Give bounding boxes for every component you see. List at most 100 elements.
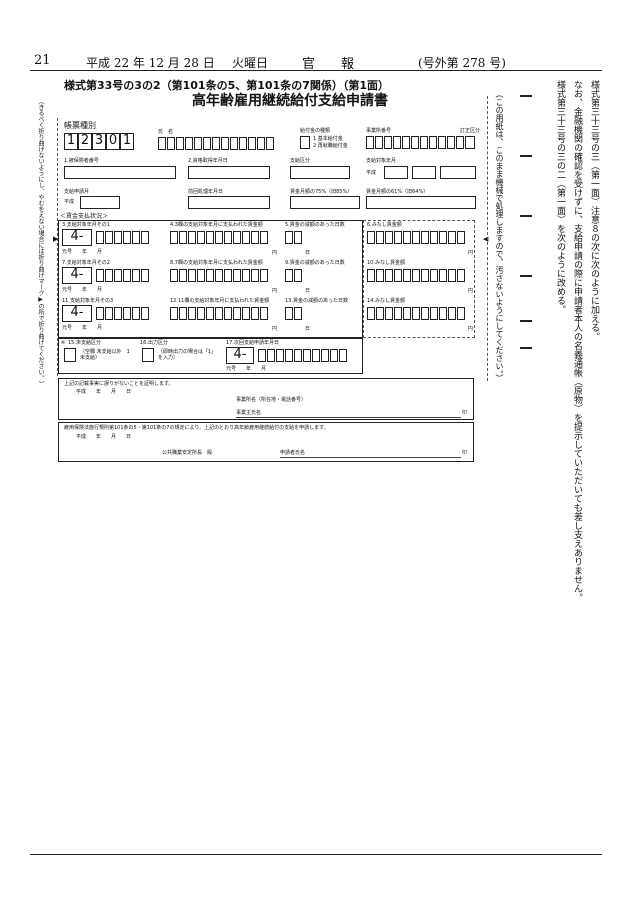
target-extra-field[interactable] xyxy=(440,166,476,179)
r1-deemed-field[interactable] xyxy=(367,231,465,244)
next-apply-era[interactable]: 4- xyxy=(226,347,254,364)
r3-era[interactable]: 4- xyxy=(62,305,92,322)
left-dashed-border xyxy=(57,118,58,376)
slip-digit: 1 xyxy=(120,133,134,150)
r1-month-field[interactable] xyxy=(96,231,149,244)
apply-text: 雇用保険法施行規則第101条の5・第101条の7の規定により、上記のとおり高年齢… xyxy=(64,425,329,431)
office-no-field[interactable] xyxy=(366,136,464,149)
benefit-kind-opt2: 2 再就職給付金 xyxy=(313,143,348,149)
next-apply-field[interactable] xyxy=(258,349,347,362)
benefit-kind-opt1: 1 基本給付金 xyxy=(313,136,343,142)
apply-month-field[interactable] xyxy=(80,196,120,209)
insured-no-field[interactable] xyxy=(64,166,176,179)
r2-wage-label: 8.7欄の支給対象年月に支払われた賃金額 xyxy=(170,260,263,266)
apply-date: 平成 年 月 日 xyxy=(76,434,132,440)
wage-61-label: 賃金月額の61%（旧64%） xyxy=(366,189,429,195)
employer-line xyxy=(236,417,461,418)
wage-75-field[interactable] xyxy=(290,196,360,209)
applicant-seal: 印 xyxy=(462,450,468,456)
benefit-kind-label: 給付金の種類 xyxy=(300,128,331,134)
correction-field[interactable] xyxy=(465,136,475,149)
unpaid-label: 15.未支給区分 xyxy=(68,340,101,346)
output-note: （即時出力の場合は「1」を入力） xyxy=(158,349,217,361)
name-field[interactable] xyxy=(158,137,274,150)
r3-days-field[interactable] xyxy=(285,307,302,320)
r2-era-foot: 元号 年 月 xyxy=(62,287,103,293)
section-label: ＜賃金支払状況＞ xyxy=(60,213,109,220)
side-note-1: 様式第三十三号の三（第一面）注意８の次に次のように加える。 xyxy=(589,80,599,341)
benefit-kind-field[interactable] xyxy=(300,136,310,149)
fold-mark-left: ▶ xyxy=(53,235,59,243)
applicant-label: 申請者氏名 xyxy=(280,450,306,456)
footer-rule xyxy=(30,854,602,855)
day-label: 日 xyxy=(305,250,311,256)
slip-type-value: 1 2 3 0 1 xyxy=(64,133,134,150)
insured-no-label: 1.被保険者番号 xyxy=(64,158,99,164)
yen-label: 円 xyxy=(272,288,278,294)
r3-wage-label: 12.11欄の支給対象年月に支払われた賃金額 xyxy=(170,298,270,304)
target-month-field[interactable] xyxy=(412,166,436,179)
r2-days-field[interactable] xyxy=(285,269,302,282)
day-label: 日 xyxy=(305,288,311,294)
r2-month-label: 7.支給対象年月その2 xyxy=(62,260,110,266)
r1-month-label: 3.支給対象年月その1 xyxy=(62,222,110,228)
r1-era[interactable]: 4- xyxy=(62,229,92,246)
reason-field[interactable] xyxy=(290,166,350,179)
deemed-wage-block xyxy=(363,220,475,338)
target-year-field[interactable] xyxy=(384,166,408,179)
margin-tick xyxy=(520,215,532,217)
r2-deemed-field[interactable] xyxy=(367,269,465,282)
weekday: 火曜日 xyxy=(232,56,269,70)
r1-wage-field[interactable] xyxy=(170,231,268,244)
yen-label: 円 xyxy=(272,250,278,256)
output-label: 16.出力区分 xyxy=(140,340,168,346)
r2-month-field[interactable] xyxy=(96,269,149,282)
slip-digit: 1 xyxy=(64,133,78,150)
page-number: 21 xyxy=(34,53,51,68)
side-note-3: 様式第三十三号の三の二（第一面）を次のように改める。 xyxy=(555,80,565,314)
issue-number: (号外第 278 号) xyxy=(418,56,506,70)
r3-deemed-label: 14.みなし賃金額 xyxy=(367,298,405,304)
fold-instructions: （きるべく折り曲げないようにし、やむをえない場合には折り曲げマーク▶の所で折り曲… xyxy=(37,98,44,387)
cert-date: 平成 年 月 日 xyxy=(76,389,132,395)
employer-label: 事業主氏名 xyxy=(236,410,262,416)
target-month-label: 支給対象年月 xyxy=(366,158,397,164)
margin-tick xyxy=(520,347,532,349)
office-name-label: 事業所名（所在地・電話番号） xyxy=(236,397,307,403)
issue-date: 平成 22 年 12 月 28 日 xyxy=(86,56,215,70)
slip-digit: 2 xyxy=(78,133,92,150)
next-apply-label: 17.次回支給申請年月日 xyxy=(226,340,279,346)
r1-wage-label: 4.3欄の支給対象年月に支払われた賃金額 xyxy=(170,222,263,228)
unpaid-field[interactable] xyxy=(64,348,76,362)
wage-61-field[interactable] xyxy=(366,196,476,209)
fold-mark-right: ◀ xyxy=(483,235,489,243)
prev-process-field[interactable] xyxy=(188,196,270,209)
qualification-date-field[interactable] xyxy=(188,166,270,179)
day-label: 日 xyxy=(305,326,311,332)
applicant-line xyxy=(280,457,461,458)
r2-deemed-label: 10.みなし賃金額 xyxy=(367,260,405,266)
output-field[interactable] xyxy=(142,348,154,362)
r1-days-field[interactable] xyxy=(285,231,302,244)
r3-wage-field[interactable] xyxy=(170,307,268,320)
office-no-label: 事業所番号 xyxy=(366,128,392,134)
correction-label: 訂正区分 xyxy=(460,128,481,134)
apply-month-label: 支給申請月 xyxy=(64,189,90,195)
slip-digit: 0 xyxy=(106,133,120,150)
r2-era[interactable]: 4- xyxy=(62,267,92,284)
r2-wage-field[interactable] xyxy=(170,269,268,282)
remark-mark: ※ xyxy=(61,340,66,346)
r3-days-label: 13.賃金の減額のあった日数 xyxy=(285,298,348,304)
side-note-2: なお、金融機関の確認を受けずに、支給申請の際に申請者本人の名義通帳（原物）を提示… xyxy=(572,80,582,602)
form-id-line: 様式第33号の3の2（第101条の5、第101条の7関係）（第1面） xyxy=(64,79,389,92)
yen-label: 円 xyxy=(272,326,278,332)
unpaid-note: （空欄 未支給以外 1 未支給） xyxy=(80,349,135,361)
margin-tick xyxy=(520,155,532,157)
next-apply-foot: 元号 年 月 xyxy=(226,366,267,372)
r3-deemed-field[interactable] xyxy=(367,307,465,320)
right-dashed-border xyxy=(487,96,488,381)
machine-note: （この用紙は、このまま機械で処理しますので、汚さないようにしてください。） xyxy=(495,90,504,382)
r3-month-field[interactable] xyxy=(96,307,149,320)
yen-label: 円 xyxy=(468,326,474,332)
r1-days-label: 5.賃金の減額のあった日数 xyxy=(285,222,345,228)
